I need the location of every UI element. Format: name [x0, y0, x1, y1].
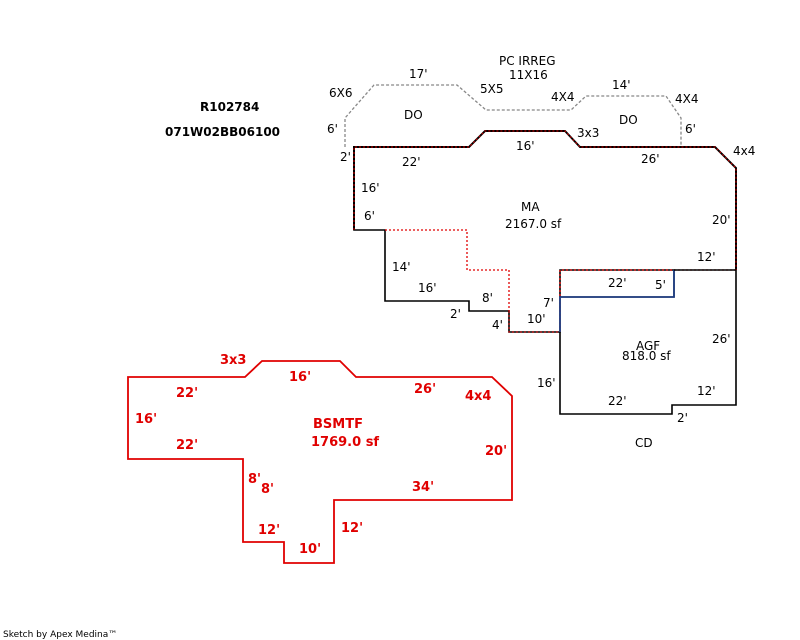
- bsmt-dim-13: 10': [299, 542, 321, 557]
- ma-dim-6: 6': [364, 209, 375, 223]
- bsmt-dim-3: 26': [414, 382, 436, 397]
- porch-dim-8: 2': [340, 150, 351, 164]
- cd-label: CD: [635, 436, 653, 450]
- do-left-label: DO: [404, 108, 423, 122]
- ma-dim-10: 8': [482, 291, 493, 305]
- agf-dim-6: 2': [677, 411, 688, 425]
- ma-dim-3: 26': [641, 152, 660, 166]
- bsmt-name: BSMTF: [313, 417, 363, 432]
- porch-dim-2: 5X5: [480, 82, 504, 96]
- bsmt-dim-6: 22': [176, 438, 198, 453]
- bsmt-outline: [127, 360, 513, 564]
- ma-dim-12: 4': [492, 318, 503, 332]
- agf-dim-3: 16': [537, 376, 556, 390]
- sketch-credit: Sketch by Apex Medina™: [3, 630, 117, 640]
- agf-dim-2: 26': [712, 332, 731, 346]
- porch-dim-7: 6': [685, 122, 696, 136]
- ma-dim-15: 12': [697, 250, 716, 264]
- ma-dim-9: 16': [418, 281, 437, 295]
- parcel-id: R102784: [200, 100, 259, 114]
- bsmt-dim-11: 12': [258, 523, 280, 538]
- porch-dim-1: 17': [409, 67, 428, 81]
- bsmt-dim-5: 16': [135, 412, 157, 427]
- agf-dim-4: 12': [697, 384, 716, 398]
- ma-dim-8: 14': [392, 260, 411, 274]
- bsmt-dim-10: 34': [412, 480, 434, 495]
- ma-dim-13: 10': [527, 312, 546, 326]
- do-right-label: DO: [619, 113, 638, 127]
- agf-area: 818.0 sf: [622, 349, 671, 363]
- bsmt-area: 1769.0 sf: [311, 435, 379, 450]
- bsmt-dim-1: 16': [289, 370, 311, 385]
- bsmt-dim-0: 3x3: [220, 353, 246, 368]
- agf-dim-1: 5': [655, 278, 666, 292]
- ma-dim-11: 2': [450, 307, 461, 321]
- ma-outline-main-overlay: [353, 130, 737, 333]
- porch-dim-6: 6': [327, 122, 338, 136]
- porch-dim-0: 6X6: [329, 86, 353, 100]
- ma-outline-main: [353, 130, 737, 270]
- ma-name: MA: [521, 200, 540, 214]
- ma-dim-0: 22': [402, 155, 421, 169]
- porch-dim-4: 14': [612, 78, 631, 92]
- map-number: 071W02BB06100: [165, 125, 280, 139]
- porch-dim-3: 4X4: [551, 90, 575, 104]
- ma-dim-5: 16': [361, 181, 380, 195]
- bsmt-dim-12: 12': [341, 521, 363, 536]
- ma-outline-base: [353, 147, 675, 333]
- porch-outline: [344, 84, 682, 147]
- bsmt-dim-8: 8': [248, 472, 261, 487]
- porch-dim-5: 4X4: [675, 92, 699, 106]
- ma-dim-14: 7': [543, 296, 554, 310]
- ma-area: 2167.0 sf: [505, 217, 562, 231]
- agf-dim-0: 22': [608, 276, 627, 290]
- porch-dims: 11X16: [509, 68, 548, 82]
- agf-dim-5: 22': [608, 394, 627, 408]
- ma-dim-7: 20': [712, 213, 731, 227]
- ma-dim-2: 3x3: [577, 126, 599, 140]
- bsmt-dim-2: 22': [176, 386, 198, 401]
- ma-dim-4: 4x4: [733, 144, 755, 158]
- agf-blue-edge: [559, 270, 675, 332]
- ma-dim-1: 16': [516, 139, 535, 153]
- bsmt-dim-4: 4x4: [465, 389, 491, 404]
- bsmt-dim-7: 20': [485, 444, 507, 459]
- agf-name: AGF: [636, 339, 660, 353]
- agf-outline: [559, 270, 737, 415]
- bsmt-dim-9: 8': [261, 482, 274, 497]
- porch-name: PC IRREG: [499, 54, 556, 68]
